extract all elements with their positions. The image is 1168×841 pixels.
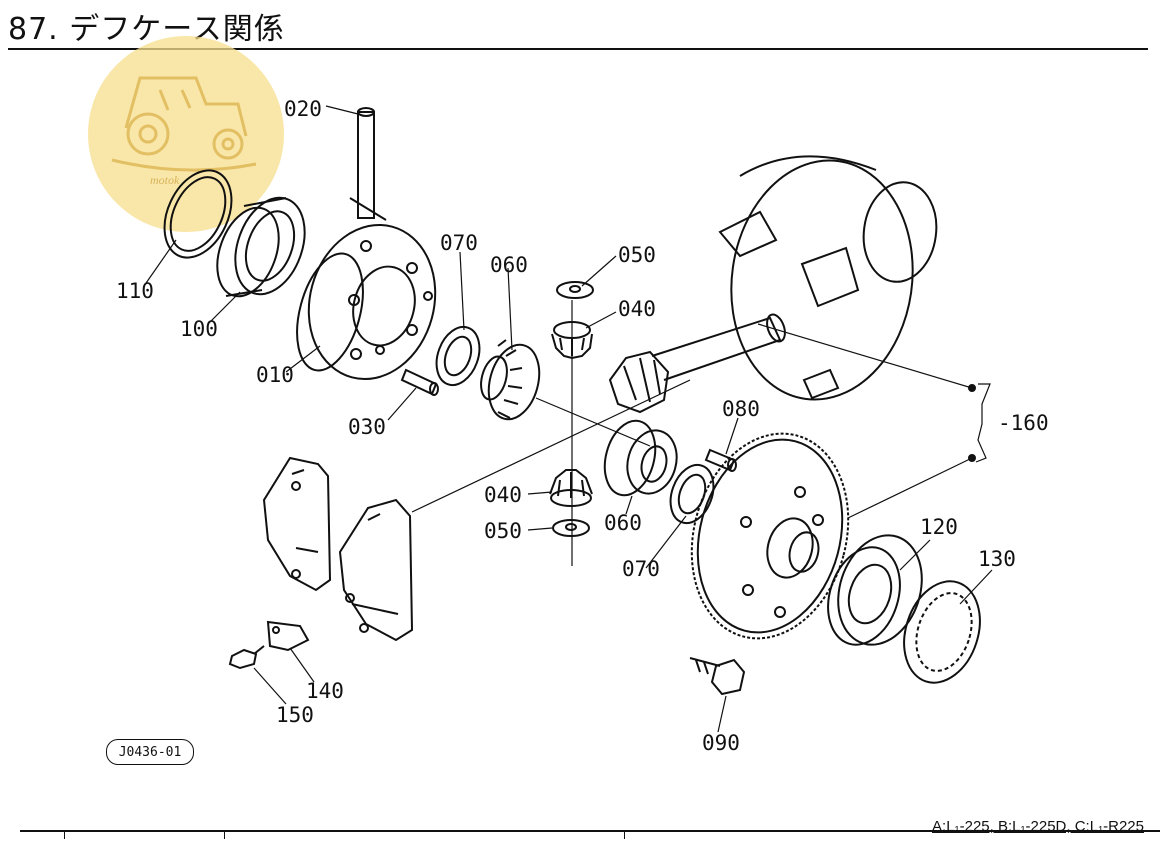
callout-020: 020	[284, 97, 322, 121]
callout-070-lower: 070	[622, 557, 660, 581]
part-140-bracket	[266, 620, 310, 652]
callout-090: 090	[702, 731, 740, 755]
parts-table-divider	[64, 830, 65, 839]
callout-150: 150	[276, 703, 314, 727]
part-010-diff-case	[296, 223, 437, 381]
ring-gear	[690, 432, 850, 640]
callout-140: 140	[306, 679, 344, 703]
parts-table-divider	[224, 830, 225, 839]
watermark-text: motok	[150, 173, 180, 187]
callout-160: -160	[998, 411, 1049, 435]
callout-120: 120	[920, 515, 958, 539]
part-060-side-gear-lower	[603, 419, 678, 497]
callout-080: 080	[722, 397, 760, 421]
callout-040-top: 040	[618, 297, 656, 321]
part-090-bolt	[689, 657, 746, 696]
part-150-bolt	[228, 645, 265, 670]
bearing-holder-left	[262, 456, 332, 592]
part-120-bearing	[827, 534, 923, 646]
callout-040-bottom: 040	[484, 483, 522, 507]
part-100-bearing	[216, 196, 306, 298]
part-030-pin	[400, 368, 439, 396]
callout-010: 010	[256, 363, 294, 387]
callout-130: 130	[978, 547, 1016, 571]
parts-table-divider	[624, 830, 625, 839]
callout-060-upper: 060	[490, 253, 528, 277]
figure-id: J0436-01	[118, 744, 182, 760]
leader-lines	[143, 105, 993, 733]
callout-050-top: 050	[618, 243, 656, 267]
part-070-washer-lower	[669, 463, 715, 525]
watermark-logo	[88, 36, 284, 232]
part-080-pin	[704, 448, 737, 472]
bevel-pinion-shaft	[608, 313, 786, 414]
part-050-washer-top	[556, 281, 594, 299]
part-070-washer-upper	[435, 325, 481, 387]
transmission-housing	[718, 155, 938, 401]
callout-100: 100	[180, 317, 218, 341]
bearing-holder-right	[338, 498, 414, 642]
callout-070-upper: 070	[440, 231, 478, 255]
part-020-pin	[349, 107, 387, 221]
part-110-ring	[163, 169, 233, 259]
title-underline	[8, 48, 1148, 50]
part-040-pinion-bottom	[549, 469, 593, 507]
part-130-lock-plate	[903, 580, 981, 684]
callout-030: 030	[348, 415, 386, 439]
callout-050-bottom: 050	[484, 519, 522, 543]
figure-id-badge: J0436-01	[106, 739, 194, 765]
parts-table-header	[20, 830, 1160, 841]
page-title: 87. デフケース関係	[8, 12, 285, 47]
callout-060-lower: 060	[604, 511, 642, 535]
part-060-side-gear-upper	[480, 339, 541, 421]
part-050-washer-bottom	[552, 519, 590, 537]
callout-110: 110	[116, 279, 154, 303]
